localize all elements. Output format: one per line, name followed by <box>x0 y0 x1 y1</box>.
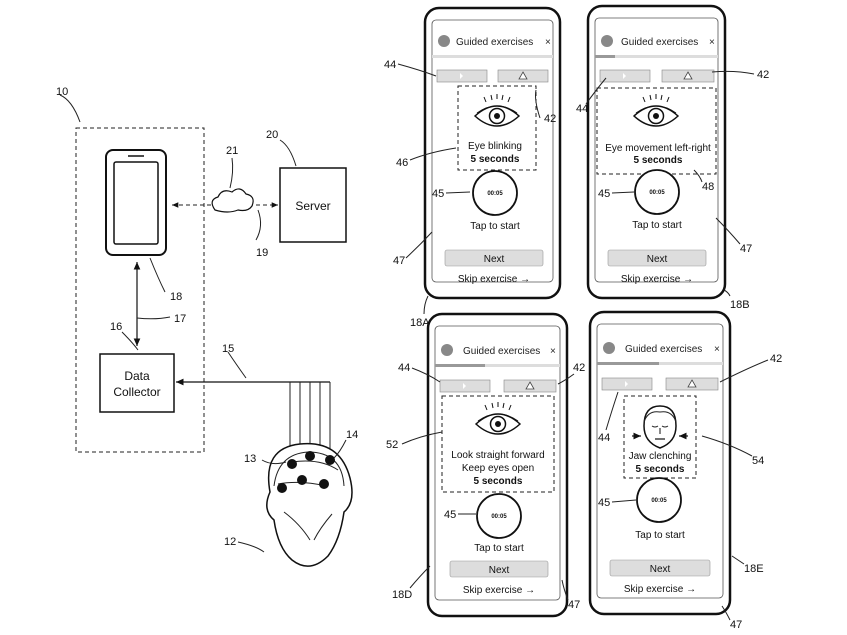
skip-exercise-link[interactable]: Skip exercise → <box>463 585 535 596</box>
app-logo-icon <box>603 342 615 354</box>
app-title: Guided exercises <box>625 344 702 355</box>
ref-server: 20 <box>266 129 278 141</box>
exercise-name: Jaw clenching <box>629 451 692 462</box>
exercise-name: Look straight forward <box>451 450 544 461</box>
skip-exercise-link[interactable]: Skip exercise → <box>624 584 696 595</box>
ref-18e: 18E <box>744 563 764 575</box>
exercise-name: Eye blinking <box>468 141 522 152</box>
close-button[interactable]: × <box>709 37 715 48</box>
tap-to-start[interactable]: Tap to start <box>635 530 685 541</box>
timer-value: 00:05 <box>487 191 503 197</box>
ref-42e: 42 <box>770 353 782 365</box>
collector-line2: Collector <box>113 385 160 399</box>
ref-head: 12 <box>224 536 236 548</box>
tap-to-start[interactable]: Tap to start <box>474 543 524 554</box>
ref-45b: 45 <box>598 188 610 200</box>
ref-collector: 16 <box>110 321 122 333</box>
mobile-device <box>106 150 166 255</box>
exercise-duration: 5 seconds <box>634 155 683 166</box>
ref-44e: 44 <box>598 432 610 444</box>
ref-cable: 15 <box>222 343 234 355</box>
ref-18b: 18B <box>730 299 750 311</box>
ref-42b: 42 <box>757 69 769 81</box>
tap-to-start[interactable]: Tap to start <box>470 221 520 232</box>
skip-exercise-link[interactable]: Skip exercise → <box>458 274 530 285</box>
exercise-name: Eye movement left-right <box>605 143 711 154</box>
ref-device: 18 <box>170 291 182 303</box>
ref-44b: 44 <box>576 103 588 115</box>
ref-18d: 18D <box>392 589 412 601</box>
phone-screen-18e: Guided exercises × Jaw clenching 5 secon… <box>590 312 730 614</box>
timer-value: 00:05 <box>651 498 667 504</box>
ref-headset: 14 <box>346 429 358 441</box>
app-title: Guided exercises <box>463 346 540 357</box>
phone-screen-18d: Guided exercises × Look straight forward… <box>428 314 567 616</box>
ref-cloud: 21 <box>226 145 238 157</box>
close-button[interactable]: × <box>550 346 556 357</box>
exercise-instruction: Keep eyes open <box>462 463 534 474</box>
app-logo-icon <box>601 35 613 47</box>
phone-screen-18b: Guided exercises × Eye movement left-rig… <box>588 6 725 298</box>
ref-47d: 47 <box>568 599 580 611</box>
ref-42d: 42 <box>573 362 585 374</box>
app-title: Guided exercises <box>456 37 533 48</box>
user-head <box>267 382 352 566</box>
collector-line1: Data <box>124 369 150 383</box>
skip-exercise-link[interactable]: Skip exercise → <box>621 274 693 285</box>
next-label: Next <box>647 254 668 265</box>
timer-value: 00:05 <box>649 190 665 196</box>
timer-value: 00:05 <box>491 514 507 520</box>
next-label: Next <box>489 565 510 576</box>
ref-42a: 42 <box>544 113 556 125</box>
server-label: Server <box>295 199 330 213</box>
phone-screen-18a: Guided exercises × Eye blinking 5 second… <box>425 8 560 298</box>
server-box: Server <box>280 168 346 242</box>
ref-47a: 47 <box>393 255 405 267</box>
exercise-duration: 5 seconds <box>471 154 520 165</box>
ref-47e: 47 <box>730 619 742 631</box>
ref-44a: 44 <box>384 59 396 71</box>
ref-44d: 44 <box>398 362 410 374</box>
close-button[interactable]: × <box>714 344 720 355</box>
ref-46: 46 <box>396 157 408 169</box>
tap-to-start[interactable]: Tap to start <box>632 220 682 231</box>
ref-45a: 45 <box>432 188 444 200</box>
close-button[interactable]: × <box>545 37 551 48</box>
ref-45d: 45 <box>444 509 456 521</box>
ref-link19: 19 <box>256 247 268 259</box>
exercise-duration: 5 seconds <box>636 464 685 475</box>
ref-45e: 45 <box>598 497 610 509</box>
ref-electrode: 13 <box>244 453 256 465</box>
next-label: Next <box>650 564 671 575</box>
ref-47b: 47 <box>740 243 752 255</box>
app-logo-icon <box>438 35 450 47</box>
app-title: Guided exercises <box>621 37 698 48</box>
ref-system: 10 <box>56 86 68 98</box>
ref-link17: 17 <box>174 313 186 325</box>
app-logo-icon <box>441 344 453 356</box>
cloud-icon <box>212 189 253 212</box>
ref-48: 48 <box>702 181 714 193</box>
data-collector-box: Data Collector <box>100 354 174 412</box>
next-label: Next <box>484 254 505 265</box>
exercise-duration: 5 seconds <box>474 476 523 487</box>
ref-54: 54 <box>752 455 764 467</box>
ref-52: 52 <box>386 439 398 451</box>
